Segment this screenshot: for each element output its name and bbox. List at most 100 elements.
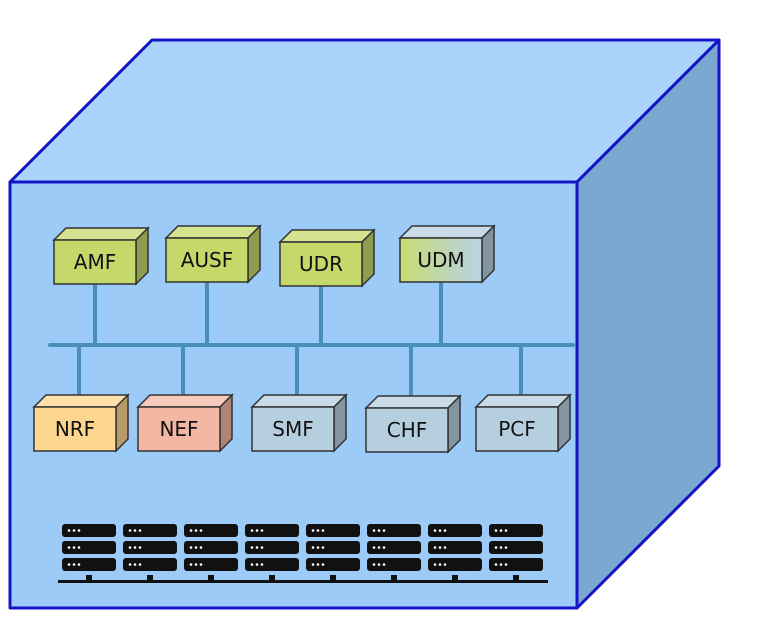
box-top-face — [164, 225, 262, 239]
server-led — [199, 563, 203, 566]
server-unit — [306, 541, 360, 554]
server-led — [260, 546, 264, 549]
server-led — [494, 546, 498, 549]
server-rack — [428, 524, 482, 582]
bottom_functions-nrf-box: NRF — [32, 393, 130, 453]
server-led — [250, 529, 254, 532]
server-unit — [367, 541, 421, 554]
server-led — [433, 546, 437, 549]
server-racks — [58, 524, 548, 583]
server-led — [72, 546, 76, 549]
server-led — [194, 563, 198, 566]
server-unit — [428, 524, 482, 537]
server-led — [499, 546, 503, 549]
server-unit — [428, 558, 482, 571]
server-led — [372, 529, 376, 532]
server-unit — [62, 541, 116, 554]
top_functions-amf-box: AMF — [52, 226, 150, 286]
server-led — [133, 563, 137, 566]
server-led — [438, 529, 442, 532]
server-unit — [123, 541, 177, 554]
nf-label: UDR — [299, 252, 343, 276]
server-led — [138, 546, 142, 549]
server-led — [128, 529, 132, 532]
server-led — [194, 529, 198, 532]
server-led — [316, 546, 320, 549]
server-led — [138, 563, 142, 566]
server-unit — [123, 558, 177, 571]
server-unit — [428, 541, 482, 554]
top_functions-ausf-box: AUSF — [164, 224, 262, 284]
server-unit — [245, 524, 299, 537]
server-rack — [306, 524, 360, 582]
server-led — [316, 529, 320, 532]
nf-label: PCF — [498, 417, 536, 441]
server-led — [382, 529, 386, 532]
server-led — [311, 563, 315, 566]
server-rack — [184, 524, 238, 582]
server-led — [377, 546, 381, 549]
server-rack — [489, 524, 543, 582]
server-led — [77, 546, 81, 549]
server-rack — [367, 524, 421, 582]
server-led — [494, 529, 498, 532]
server-led — [499, 563, 503, 566]
nf-label: NRF — [55, 417, 95, 441]
server-led — [133, 529, 137, 532]
server-led — [443, 563, 447, 566]
server-led — [67, 529, 71, 532]
server-led — [311, 546, 315, 549]
server-led — [72, 529, 76, 532]
server-stand — [330, 575, 336, 582]
bottom_functions-smf-box: SMF — [250, 393, 348, 453]
box-front-face — [53, 239, 137, 285]
server-led — [72, 563, 76, 566]
server-led — [199, 529, 203, 532]
server-rack — [62, 524, 116, 582]
server-led — [250, 563, 254, 566]
server-led — [255, 529, 259, 532]
server-led — [433, 529, 437, 532]
server-led — [433, 563, 437, 566]
server-unit — [306, 558, 360, 571]
server-stand — [391, 575, 397, 582]
top_functions-udr-box: UDR — [278, 228, 376, 288]
server-led — [504, 563, 508, 566]
nf-label: AMF — [74, 250, 116, 274]
server-unit — [62, 558, 116, 571]
server-led — [189, 546, 193, 549]
server-led — [438, 546, 442, 549]
box-front-face — [165, 237, 249, 283]
server-base-line — [58, 580, 548, 583]
server-led — [255, 563, 259, 566]
server-unit — [62, 524, 116, 537]
server-rack — [245, 524, 299, 582]
server-led — [77, 563, 81, 566]
server-led — [138, 529, 142, 532]
data-center-cube — [8, 38, 721, 610]
server-led — [311, 529, 315, 532]
server-led — [321, 546, 325, 549]
server-led — [321, 529, 325, 532]
server-led — [377, 529, 381, 532]
server-unit — [184, 558, 238, 571]
box-top-face — [136, 394, 234, 408]
server-rack — [123, 524, 177, 582]
box-top-face — [52, 227, 150, 241]
server-led — [194, 546, 198, 549]
server-led — [133, 546, 137, 549]
nf-label: CHF — [387, 418, 428, 442]
server-led — [199, 546, 203, 549]
server-led — [128, 563, 132, 566]
server-led — [77, 529, 81, 532]
server-led — [189, 563, 193, 566]
server-led — [494, 563, 498, 566]
bottom_functions-chf-box: CHF — [364, 394, 462, 454]
server-stand — [147, 575, 153, 582]
server-unit — [489, 524, 543, 537]
server-stand — [269, 575, 275, 582]
box-top-face — [278, 229, 376, 243]
server-led — [67, 563, 71, 566]
